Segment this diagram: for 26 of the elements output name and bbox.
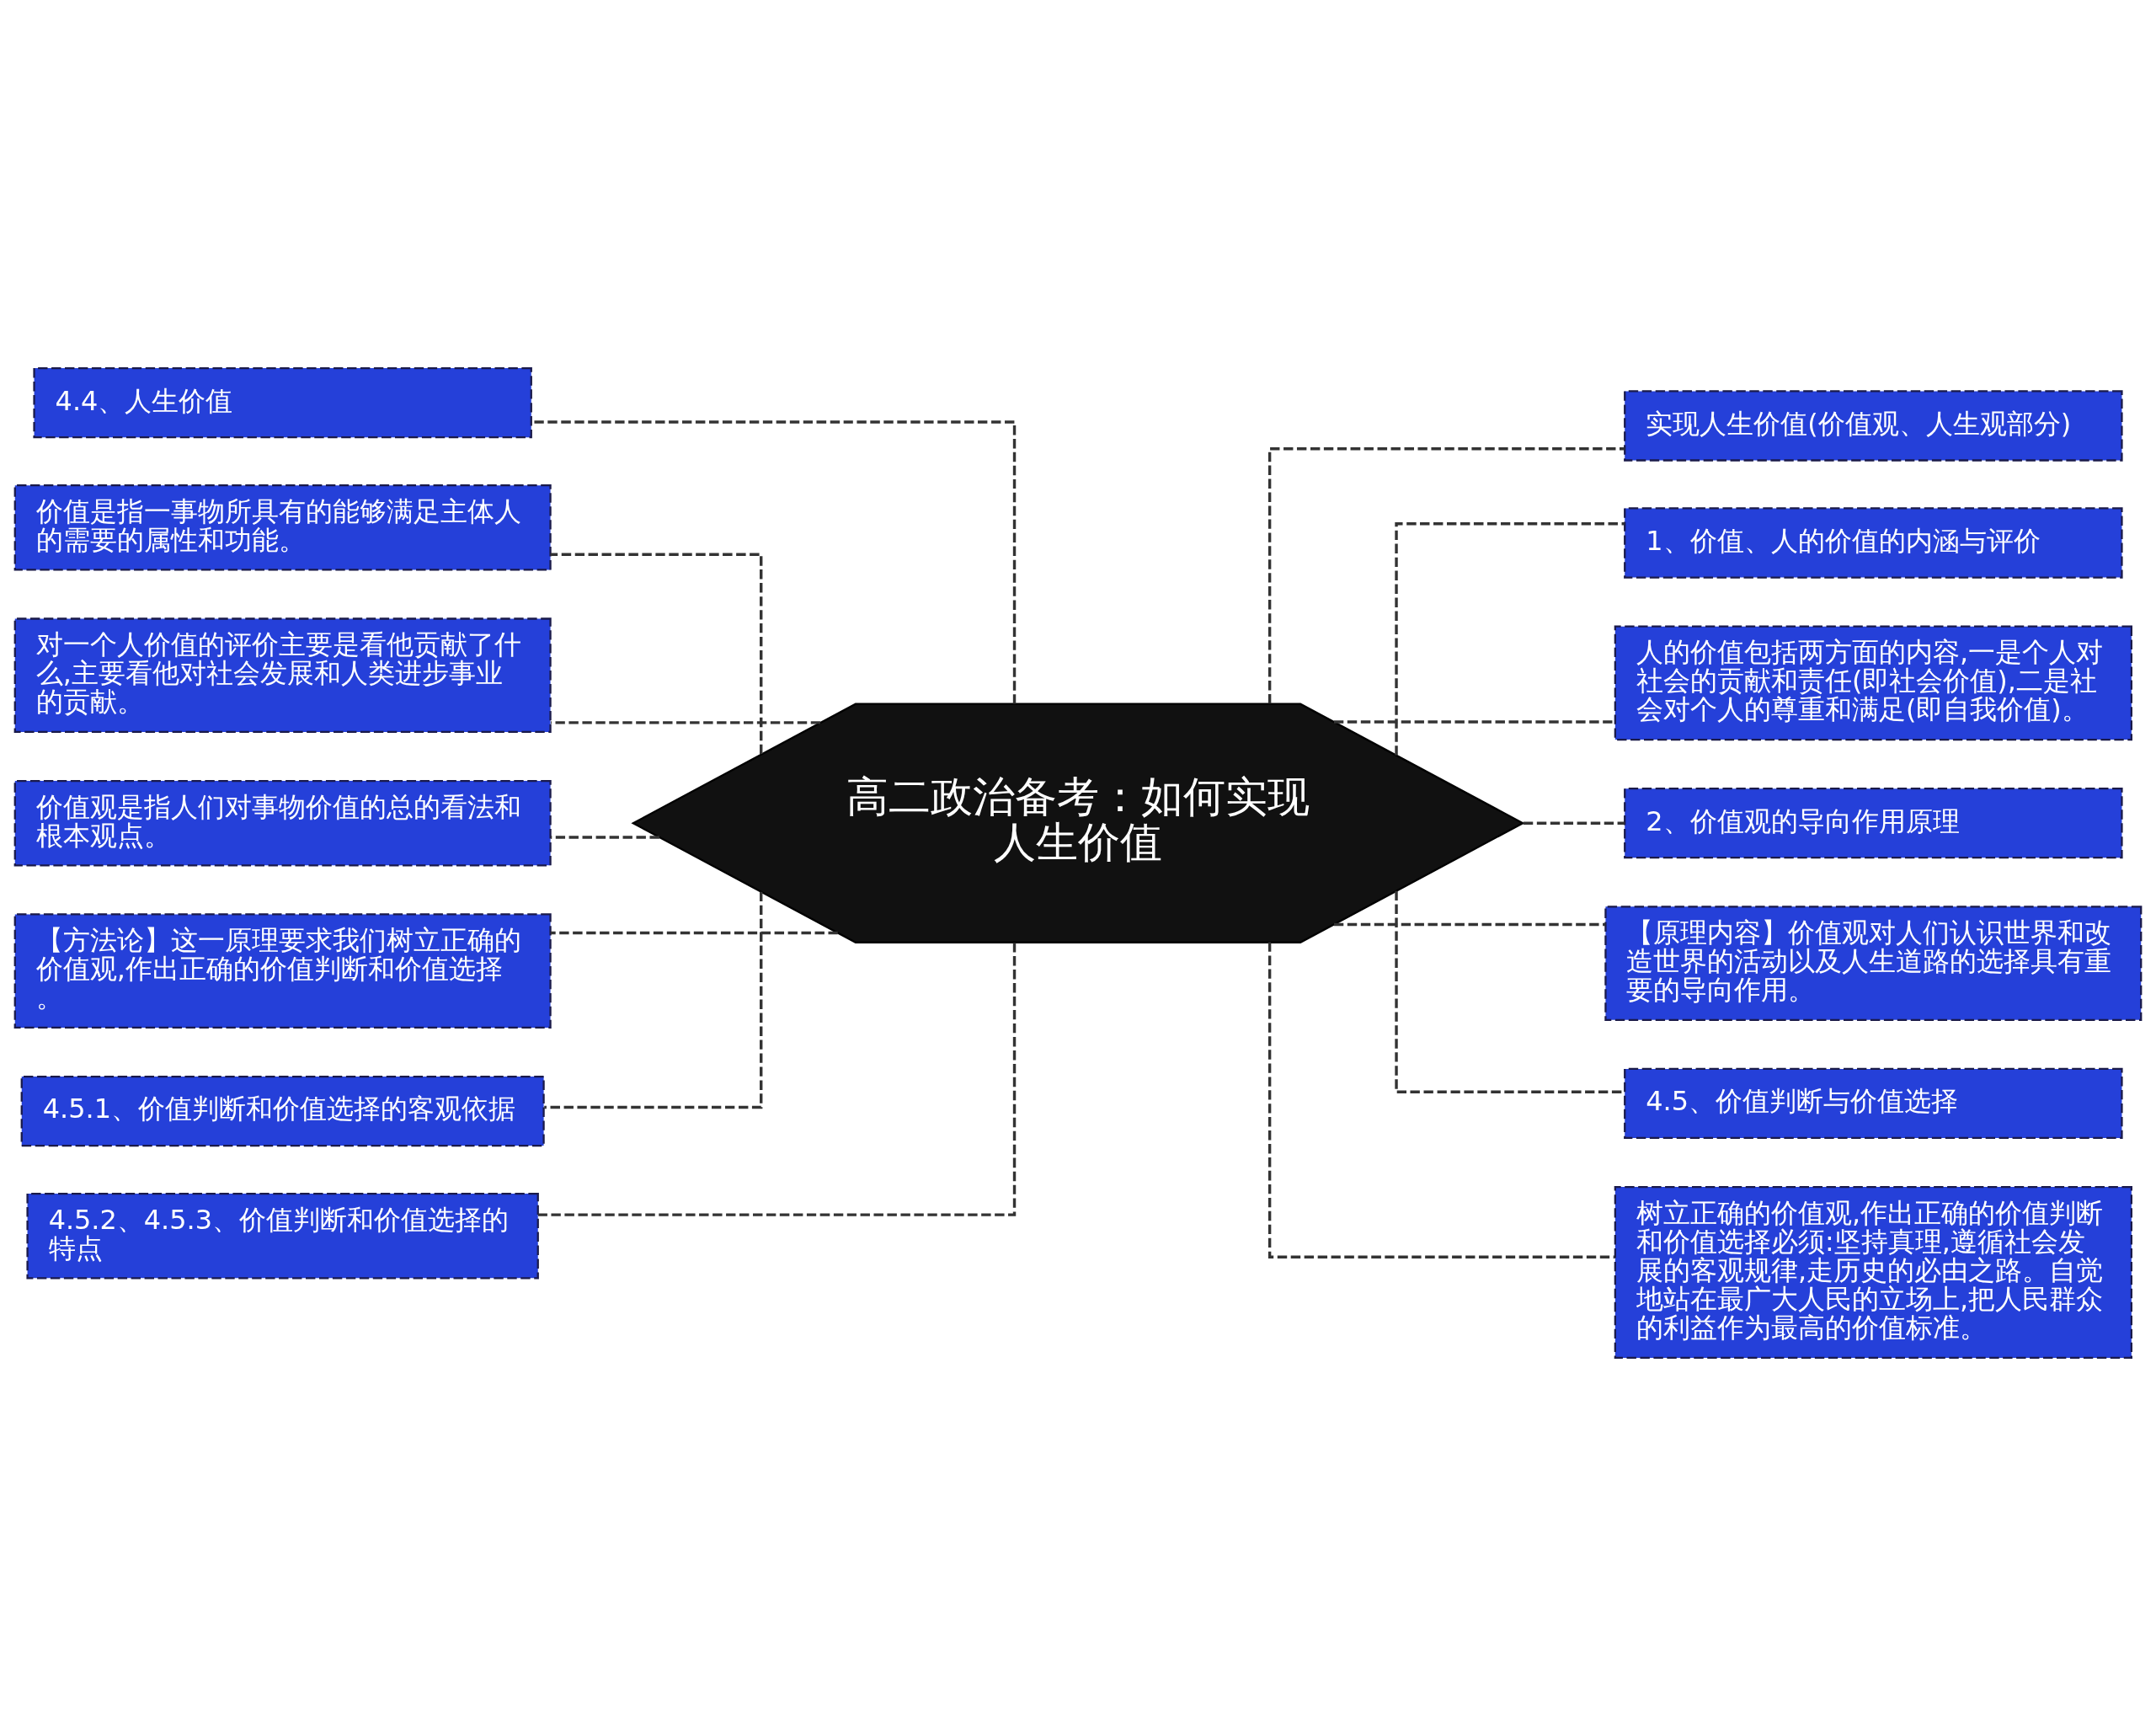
connector [1395, 522, 1625, 756]
node-box: 4.5、价值判断与价值选择 [1624, 1067, 2123, 1140]
connector [551, 931, 838, 935]
node-box: 2、价值观的导向作用原理 [1624, 788, 2123, 859]
node-box: 4.5.2、4.5.3、价值判断和价值选择的特点 [26, 1192, 539, 1280]
node-box: 4.5.1、价值判断和价值选择的客观依据 [20, 1075, 545, 1147]
node-box: 实现人生价值(价值观、人生观部分) [1624, 390, 2123, 462]
node-box: 价值是指一事物所具有的能够满足主体人的需要的属性和功能。 [13, 484, 552, 571]
connector [1334, 922, 1606, 927]
node-box: 对一个人价值的评价主要是看他贡献了什么,主要看他对社会发展和人类进步事业的贡献。 [13, 617, 552, 734]
connector [544, 891, 763, 1109]
connector [1523, 821, 1625, 825]
node-box: 价值观是指人们对事物价值的总的看法和根本观点。 [13, 779, 552, 867]
connector [537, 943, 1017, 1216]
connector [1267, 942, 1615, 1258]
connector [531, 420, 1017, 704]
connector [550, 553, 763, 755]
node-box: 1、价值、人的价值的内涵与评价 [1624, 507, 2123, 579]
node-box: 4.4、人生价值 [33, 367, 532, 439]
node-box: 人的价值包括两方面的内容,一是个人对社会的贡献和责任(即社会价值),二是社会对个人的尊重和满足(即自我价值)。 [1614, 625, 2132, 741]
connector [551, 721, 821, 724]
connector [1267, 447, 1625, 704]
connector [551, 836, 659, 839]
node-box: 树立正确的价值观,作出正确的价值判断和价值选择必须:坚持真理,遵循社会发展的客观规律,走历史的必由之路。自觉地站在最广大人民的立场上,把人民群众的利益作为最高的价值标准。 [1614, 1185, 2132, 1360]
node-box: 【原理内容】价值观对人们认识世界和改造世界的活动以及人生道路的选择具有重要的导向作用。 [1604, 906, 2143, 1021]
node-box: 【方法论】这一原理要求我们树立正确的价值观,作出正确的价值判断和价值选择。 [13, 913, 552, 1029]
